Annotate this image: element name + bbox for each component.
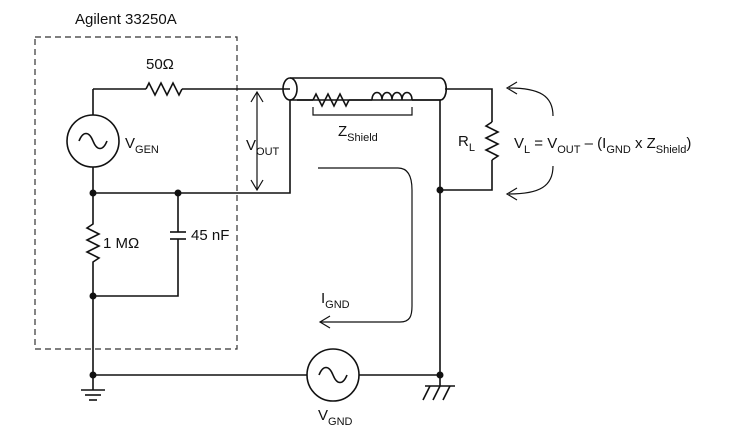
eq-shield-sub: Shield — [656, 144, 687, 156]
shield-resistor — [312, 92, 350, 108]
vgen-source — [66, 114, 120, 168]
instrument-boundary — [34, 36, 238, 350]
vgen-label-main: V — [125, 135, 135, 152]
eq-gnd-sub: GND — [606, 144, 631, 156]
vl-arrow-top — [505, 81, 518, 95]
eq-part3: x Z — [631, 135, 656, 152]
vgen-label: VGEN — [125, 135, 159, 156]
vgen-label-sub: GEN — [135, 144, 159, 156]
cap-wire-bottom — [93, 239, 179, 297]
internal-resistor-label: 1 MΩ — [103, 235, 139, 252]
vout-label-sub: OUT — [256, 146, 280, 158]
vgnd-source — [306, 348, 360, 402]
vl-bracket-bottom — [508, 165, 554, 195]
eq-part2: – (I — [580, 135, 606, 152]
capacitor-label: 45 nF — [191, 227, 229, 244]
earth-ground-icon — [81, 389, 105, 401]
ignd-label: IGND — [321, 290, 350, 311]
vgnd-sine-icon — [318, 366, 348, 384]
wire-load-top — [445, 88, 493, 122]
wire-load-bottom — [440, 160, 493, 191]
rl-label-main: R — [458, 133, 469, 150]
coax-end-left — [282, 77, 298, 101]
shield-inductor — [371, 91, 413, 101]
vl-equation: VL = VOUT – (IGND x ZShield) — [514, 135, 691, 156]
vout-label-main: V — [246, 137, 256, 154]
series-resistor — [145, 81, 183, 97]
zshield-label-main: Z — [338, 123, 347, 140]
eq-part4: ) — [686, 135, 691, 152]
wire-return — [93, 100, 291, 194]
vout-arrow-top — [250, 90, 264, 103]
chassis-ground-icon — [422, 375, 455, 401]
vgnd-label: VGND — [318, 407, 353, 428]
zshield-bracket — [312, 107, 413, 116]
zshield-label: ZShield — [338, 123, 378, 144]
instrument-label: Agilent 33250A — [75, 11, 177, 28]
internal-resistor — [85, 193, 101, 296]
eq-vl-main: V — [514, 135, 524, 152]
ignd-label-main: I — [321, 290, 325, 307]
ignd-loop — [318, 167, 413, 323]
rl-label: RL — [458, 133, 475, 154]
ignd-label-sub: GND — [325, 299, 350, 311]
series-resistor-label: 50Ω — [146, 56, 174, 73]
vgnd-label-main: V — [318, 407, 328, 424]
load-resistor — [484, 121, 500, 161]
ignd-arrowhead — [318, 315, 331, 329]
vl-arrow-bottom — [505, 187, 518, 201]
eq-vl-sub: L — [524, 144, 530, 156]
vl-bracket-top — [508, 87, 554, 117]
vout-label: VOUT — [246, 137, 280, 158]
node-load — [436, 186, 444, 194]
vgnd-label-sub: GND — [328, 416, 353, 428]
eq-out-sub: OUT — [557, 144, 581, 156]
vgen-sine-icon — [78, 132, 108, 150]
vout-arrow-bottom — [250, 179, 264, 192]
zshield-label-sub: Shield — [347, 132, 378, 144]
eq-part1: = V — [530, 135, 557, 152]
rl-label-sub: L — [469, 142, 475, 154]
